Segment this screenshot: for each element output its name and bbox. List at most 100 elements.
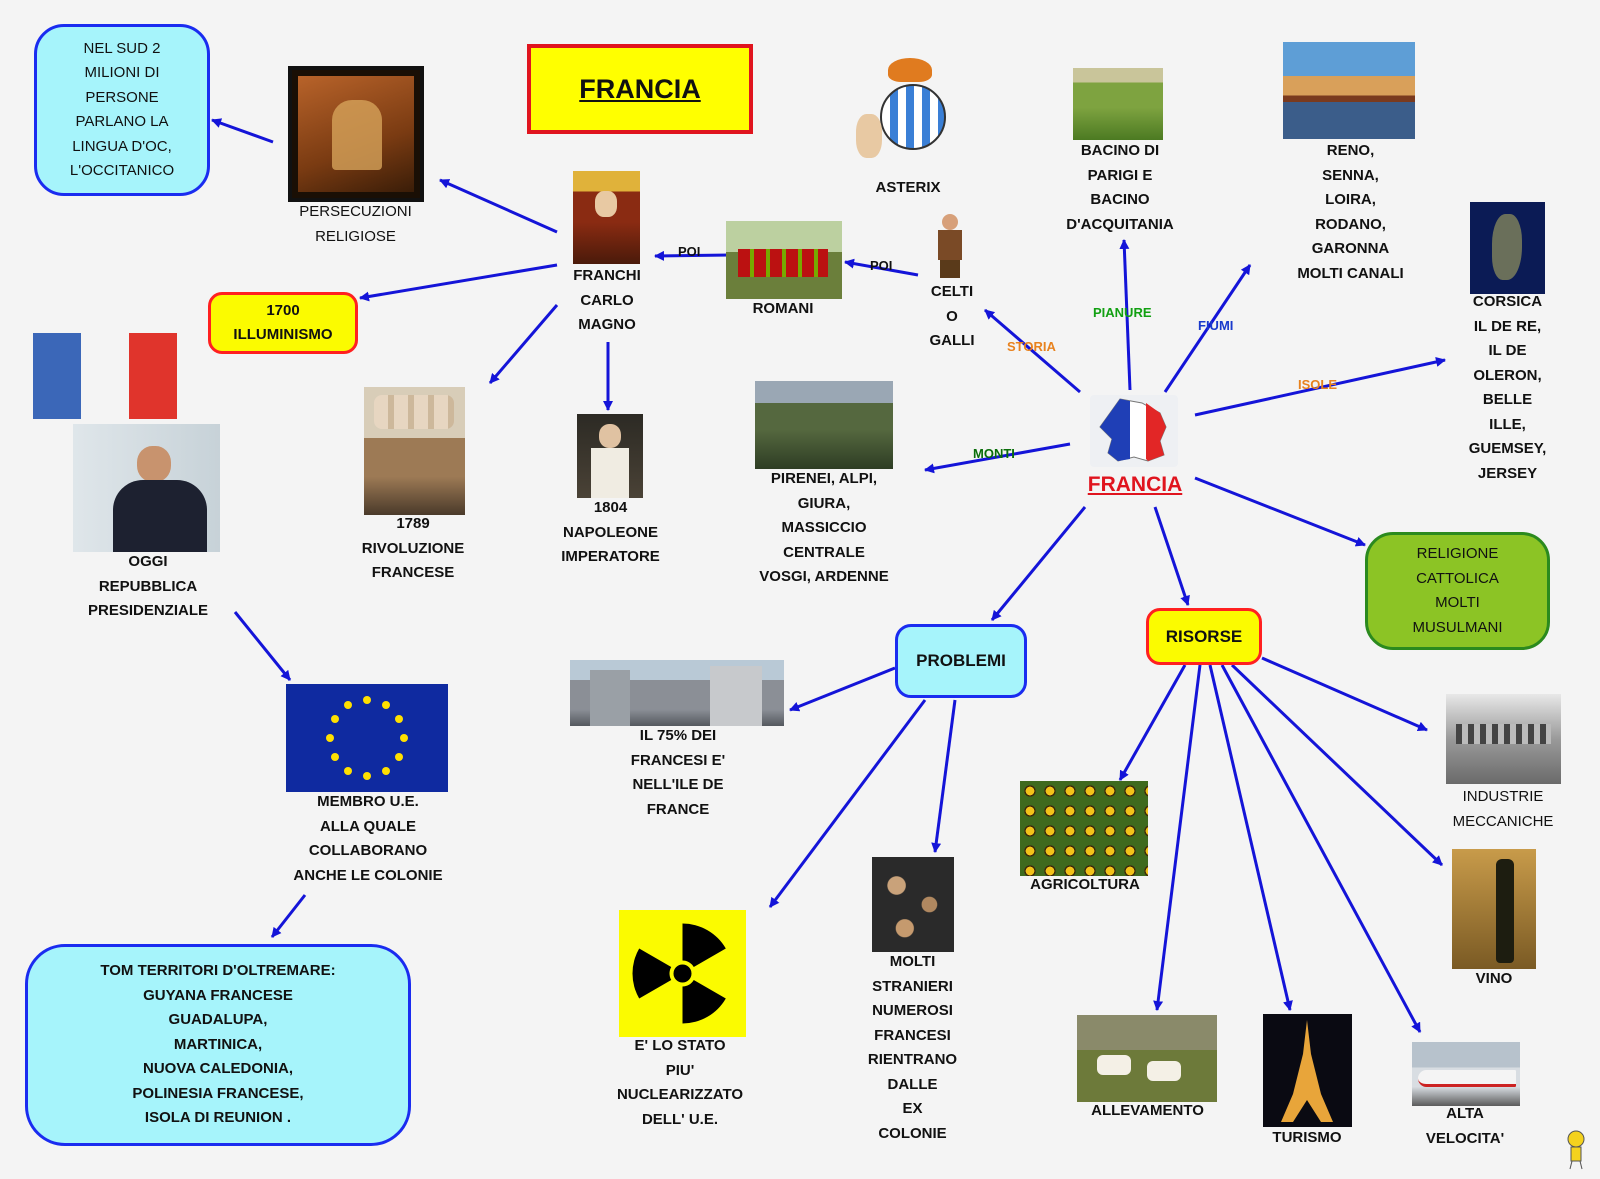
carlomagno-image: [573, 171, 640, 264]
turismo-image: [1263, 1014, 1352, 1127]
industrie-image: [1446, 694, 1561, 784]
relation-poi-2: POI: [678, 244, 701, 259]
arrow-pianure: [1119, 239, 1132, 391]
eu-stars-icon: [326, 696, 408, 780]
asterix-label: ASTERIX: [875, 179, 941, 196]
napoleone-image: [577, 414, 643, 498]
asterix-image: [850, 54, 972, 169]
arrow-storia: [984, 308, 1081, 394]
tom-text: TOM TERRITORI D'OLTREMARE: GUYANA FRANCE…: [100, 962, 336, 1127]
carlomagno-label: FRANCHI CARLO MAGNO: [573, 267, 641, 333]
risorse-box: RISORSE: [1146, 608, 1262, 665]
page-title: FRANCIA: [579, 73, 701, 104]
center-label: FRANCIA: [1087, 473, 1183, 496]
risorse-text: RISORSE: [1165, 626, 1243, 646]
arrow-problemi: [990, 506, 1087, 621]
arrow-stranieri: [931, 699, 957, 853]
monti-image: [755, 381, 893, 469]
tom-box: TOM TERRITORI D'OLTREMARE: GUYANA FRANCE…: [25, 944, 411, 1146]
problemi-text: PROBLEMI: [916, 651, 1006, 670]
stranieri-image: [872, 857, 954, 952]
occitano-text: NEL SUD 2 MILIONI DI PERSONE PARLANO LA …: [69, 39, 175, 180]
arrow-ue: [233, 611, 292, 681]
arrow-iledefrance: [789, 666, 896, 712]
arrow-monti: [924, 442, 1071, 474]
vino-label: VINO: [1475, 970, 1513, 987]
problemi-box: PROBLEMI: [895, 624, 1027, 698]
arrow-fiumi: [1163, 264, 1252, 393]
arrow-allevamento: [1153, 664, 1202, 1011]
arrow-occitano: [211, 118, 274, 144]
arrow-turismo: [1208, 664, 1293, 1011]
persecuzioni-label: PERSECUZIONI RELIGIOSE: [299, 203, 412, 245]
celti-label: CELTI O GALLI: [929, 283, 975, 349]
corsica-image: [1470, 202, 1545, 294]
arrow-altavelocita: [1220, 664, 1422, 1033]
arrow-tom: [270, 894, 307, 938]
france-map-icon: [1099, 398, 1167, 462]
arrow-poi-carlomagno: [654, 250, 731, 261]
religione-box: RELIGIONE CATTOLICA MOLTI MUSULMANI: [1365, 532, 1550, 650]
agricoltura-label: AGRICOLTURA: [1030, 876, 1140, 893]
arrow-persecuzioni: [439, 178, 558, 234]
arrow-agricoltura: [1118, 664, 1187, 781]
relation-fiumi: FIUMI: [1198, 318, 1234, 333]
iledefrance-image: [570, 660, 784, 726]
illuminismo-box: 1700 ILLUMINISMO: [208, 292, 358, 354]
pianure-image: [1073, 68, 1163, 140]
relation-poi-1: POI: [870, 258, 893, 273]
fiumi-label: RENO, SENNA, LOIRA, RODANO, GARONNA MOLT…: [1297, 142, 1404, 282]
arrow-industrie: [1261, 656, 1428, 732]
turismo-label: TURISMO: [1272, 1129, 1342, 1146]
eu-flag: [286, 684, 448, 792]
mascot-icon: [1563, 1129, 1589, 1171]
relation-pianure: PIANURE: [1093, 305, 1152, 320]
stranieri-label: MOLTI STRANIERI NUMEROSI FRANCESI RIENTR…: [867, 953, 958, 1142]
industrie-label: INDUSTRIE MECCANICHE: [1452, 788, 1554, 830]
oggi-image: [73, 424, 220, 552]
altavelocita-label: ALTA VELOCITA': [1425, 1105, 1505, 1147]
illuminismo-text: 1700 ILLUMINISMO: [233, 301, 333, 344]
rivoluzione-label: 1789 RIVOLUZIONE FRANCESE: [361, 515, 465, 581]
iledefrance-label: IL 75% DEI FRANCESI E' NELL'ILE DE FRANC…: [630, 727, 726, 818]
celti-image: [930, 208, 972, 280]
arrow-illuminismo: [359, 263, 558, 302]
allevamento-image: [1077, 1015, 1217, 1102]
radiation-icon: [632, 923, 726, 1024]
french-flag: [33, 333, 177, 419]
relation-isole: ISOLE: [1298, 377, 1338, 392]
allevamento-label: ALLEVAMENTO: [1091, 1102, 1204, 1119]
napoleone-label: 1804 NAPOLEONE IMPERATORE: [561, 499, 660, 565]
fiumi-image: [1283, 42, 1415, 139]
romani-image: [726, 221, 842, 299]
mascot-figure: [1567, 1130, 1585, 1170]
arrow-vino: [1230, 663, 1444, 867]
relation-storia: STORIA: [1007, 339, 1056, 354]
ue-label: MEMBRO U.E. ALLA QUALE COLLABORANO ANCHE…: [293, 793, 443, 884]
arrow-rivoluzione: [488, 304, 559, 384]
persecuzioni-image: [288, 66, 424, 202]
arrow-risorse: [1153, 506, 1190, 606]
occitano-box: NEL SUD 2 MILIONI DI PERSONE PARLANO LA …: [34, 24, 210, 196]
romani-label: ROMANI: [752, 300, 814, 317]
eiffel-tower-icon: [1281, 1020, 1333, 1122]
oggi-label: OGGI REPUBBLICA PRESIDENZIALE: [87, 553, 208, 619]
title-box: FRANCIA: [527, 44, 753, 134]
arrow-religione: [1194, 476, 1366, 547]
monti-label: PIRENEI, ALPI, GIURA, MASSICCIO CENTRALE…: [759, 470, 889, 585]
agricoltura-image: [1020, 781, 1148, 876]
arrow-isole: [1194, 357, 1446, 417]
isole-label: CORSICA IL DE RE, IL DE OLERON, BELLE IL…: [1468, 293, 1547, 482]
vino-image: [1452, 849, 1536, 969]
arrow-poi-romani: [844, 258, 919, 277]
altavelocita-image: [1412, 1042, 1520, 1106]
rivoluzione-image: [364, 387, 465, 515]
relation-monti: MONTI: [973, 446, 1015, 461]
arrow-nucleare: [768, 699, 927, 908]
religione-text: RELIGIONE CATTOLICA MOLTI MUSULMANI: [1412, 545, 1503, 636]
nucleare-label: E' LO STATO PIU' NUCLEARIZZATO DELL' U.E…: [616, 1037, 744, 1128]
nucleare-image: [619, 910, 746, 1037]
pianure-label: BACINO DI PARIGI E BACINO D'ACQUITANIA: [1066, 142, 1174, 233]
